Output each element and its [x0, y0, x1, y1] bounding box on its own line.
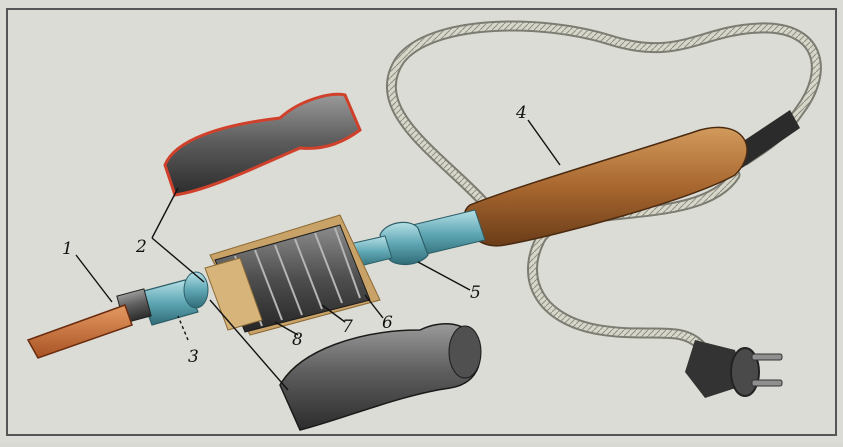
collar-ring [184, 272, 208, 308]
label-7: 7 [342, 317, 353, 337]
label-8: 8 [292, 330, 303, 350]
label-3: 3 [188, 347, 199, 367]
label-6: 6 [382, 313, 393, 333]
label-5: 5 [470, 283, 481, 303]
label-2: 2 [135, 237, 147, 257]
label-4: 4 [515, 103, 527, 123]
label-1: 1 [62, 239, 73, 259]
